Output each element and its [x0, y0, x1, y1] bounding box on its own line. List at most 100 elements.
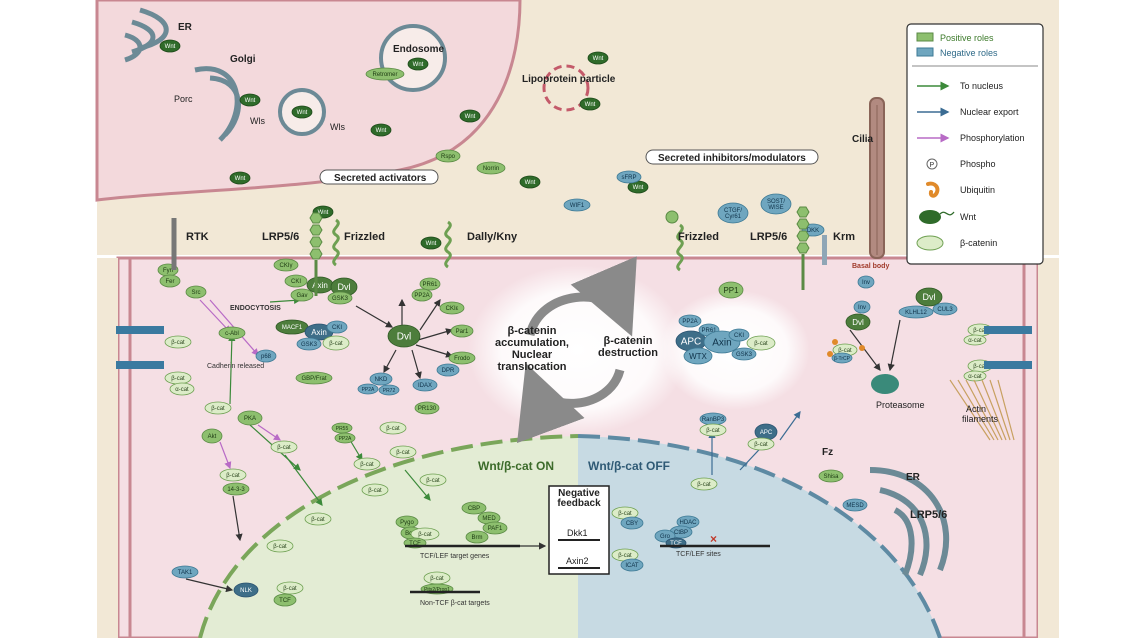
wnt-free-1-shape — [459, 109, 481, 123]
tcf-nlk-shape — [273, 593, 297, 607]
label-er-2: ER — [906, 472, 921, 483]
label-endosome: Endosome — [393, 44, 445, 55]
inv-2-shape — [853, 300, 871, 314]
sost: SOST/WISE — [767, 199, 785, 211]
bcat-right-2: β-cat — [973, 364, 987, 370]
label-lrp56-2: LRP5/6 — [750, 231, 787, 243]
bcat-free-5-shape — [419, 473, 447, 487]
pygo: Pygo — [400, 520, 414, 526]
brm: Brm — [472, 535, 483, 541]
apc-dc: APC — [681, 337, 702, 348]
pp2a-dc-shape — [678, 314, 702, 328]
secreted-inhibitors-box — [645, 149, 819, 165]
pr61: PR61 — [422, 282, 438, 288]
legend-bcat: β-catenin — [960, 238, 997, 248]
arrow-6 — [232, 495, 243, 542]
wnt-free-2: Wnt — [235, 176, 246, 182]
wnt-free-3: Wnt — [525, 180, 536, 186]
sost-shape — [760, 193, 792, 215]
label-krm: Krm — [833, 231, 855, 243]
ckiy: CKIγ — [279, 263, 292, 269]
label-lipoprotein: Lipoprotein particle — [522, 74, 616, 85]
bcat-tcf: β-cat — [418, 532, 432, 538]
fer-shape — [159, 274, 181, 288]
legend-positive-swatch — [916, 32, 934, 42]
axin-mid: Axin — [311, 328, 327, 337]
gav: Gav — [296, 293, 307, 299]
secreted-inhibitors: Secreted inhibitors/modulators — [658, 153, 806, 164]
bcat-nuc-2-shape — [266, 539, 294, 553]
gbp-shape — [295, 371, 333, 385]
gsk3-mid-shape — [296, 337, 322, 351]
bcat-pp2a: β-cat — [360, 462, 374, 468]
arrow-5 — [284, 454, 323, 506]
ubiquitin-icon — [926, 181, 940, 198]
mesd-shape — [842, 498, 868, 512]
arrow-25 — [383, 349, 397, 374]
src: Src — [192, 290, 201, 296]
pr55: PR55 — [336, 426, 349, 432]
legend-negative: Negative roles — [940, 48, 998, 58]
cki-dc-shape — [728, 328, 750, 342]
bcat-free-3: β-cat — [396, 450, 410, 456]
gsk3-mid: GSK3 — [301, 342, 318, 348]
wnt-sfrp: Wnt — [633, 185, 644, 191]
nucleus-off — [578, 436, 940, 638]
bcat-mid: β-cat — [329, 341, 343, 347]
bcat-free-5: β-cat — [426, 478, 440, 484]
lrp56-receptor-domain — [309, 212, 323, 224]
fer: Fer — [166, 279, 175, 285]
repression-x: × — [710, 532, 717, 546]
pp1-shape — [718, 281, 744, 299]
tcf-on: TCF — [409, 541, 421, 547]
molecules: WntWntWntWntWntWntWntWntWntWntWntWntWntR… — [116, 39, 1032, 607]
legend-wnt: Wnt — [960, 212, 977, 222]
gene-axin2: Axin2 — [566, 556, 589, 566]
wnt-secreted-1: Wnt — [376, 128, 387, 134]
dvl-right-1: Dvl — [923, 292, 936, 302]
tak1-shape — [171, 565, 199, 579]
pp2a-3: PP2A — [339, 436, 352, 442]
acat-cadherin-shape — [169, 382, 195, 396]
inv-1: Inv — [862, 280, 870, 286]
gsk3-dc: GSK3 — [736, 352, 753, 358]
cki-mid: CKI — [332, 325, 342, 331]
bcat-s675-shape — [270, 440, 298, 454]
label-nontcf: Non-TCF β-cat targets — [420, 600, 490, 607]
legend-negative-swatch — [916, 47, 934, 57]
arrow-22 — [417, 328, 454, 341]
bcat-ranbp3: β-cat — [706, 428, 720, 434]
cadherin-junction-2 — [116, 361, 164, 369]
inv-2: Inv — [858, 305, 866, 311]
wnt-endosome: Wnt — [413, 62, 424, 68]
inv-1-shape — [857, 275, 875, 289]
cabl-shape — [218, 326, 246, 340]
legend-to-nucleus: To nucleus — [960, 81, 1004, 91]
actin-filament — [989, 379, 1011, 441]
sfrp: sFRP — [622, 175, 637, 181]
ctbp: CtBP — [674, 530, 688, 536]
label-basal-body: Basal body — [852, 263, 889, 270]
bcat-free-4-shape — [361, 483, 389, 497]
bcat-right-1: β-cat — [973, 328, 987, 334]
arrow-3 — [355, 305, 394, 328]
bcat-icon — [916, 235, 944, 251]
rspo: Rspo — [441, 154, 456, 160]
label-cilia: Cilia — [852, 134, 874, 145]
tle: TCF — [670, 541, 682, 547]
label-frizzled-2: Frizzled — [678, 231, 719, 243]
pp2a: PP2A — [414, 293, 429, 299]
gav-shape — [290, 288, 314, 302]
wnt-icon — [919, 210, 941, 224]
bcat-dc: β-cat — [754, 341, 768, 347]
tak1: TAK1 — [178, 570, 193, 576]
pr130: PR130 — [418, 406, 437, 412]
wnt-free-2-shape — [229, 171, 251, 185]
wnt-free-1: Wnt — [465, 114, 476, 120]
pp2a-3-shape — [334, 432, 356, 444]
negative-feedback-box — [548, 485, 610, 575]
prop1: Pitx2/Prop1 — [424, 587, 450, 593]
src-shape — [185, 285, 207, 299]
gsk3-top: GSK3 — [332, 296, 349, 302]
